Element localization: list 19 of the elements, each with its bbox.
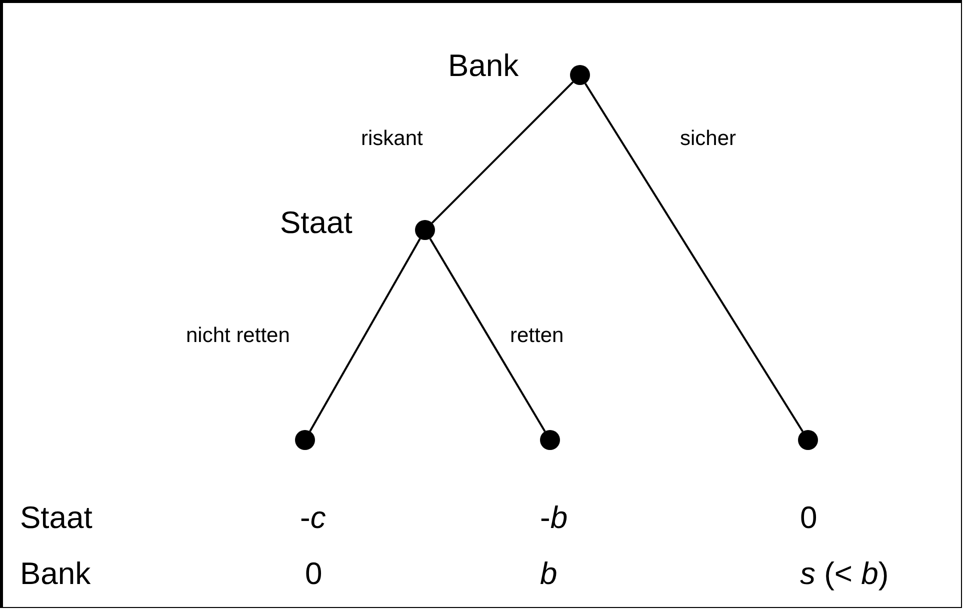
node-dot (570, 65, 590, 85)
node-dot (798, 430, 818, 450)
row-label: Bank (20, 556, 91, 592)
payoff-value: s (< b) (800, 556, 889, 592)
node-dot (295, 430, 315, 450)
payoff-value: -c (300, 500, 326, 536)
payoff-value: b (540, 556, 558, 592)
player-label: Bank (448, 48, 519, 84)
tree-branch (429, 238, 546, 432)
payoff-value: 0 (800, 500, 818, 536)
player-label: Staat (280, 205, 352, 241)
payoff-value: -b (540, 500, 568, 536)
node-dot (415, 220, 435, 240)
node-dot (540, 430, 560, 450)
tree-branch (431, 81, 574, 224)
payoff-value: 0 (305, 556, 322, 592)
row-label: Staat (20, 500, 92, 536)
tree-branch (584, 82, 804, 432)
tree-branch (309, 238, 421, 432)
